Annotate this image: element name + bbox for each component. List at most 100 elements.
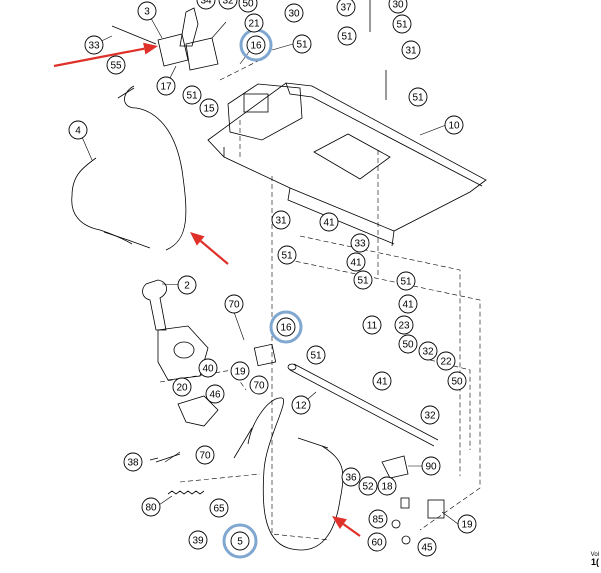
lower-cable-fitting	[233, 427, 253, 459]
callout-number: 41	[350, 258, 362, 269]
throttle-cable-upper-end	[117, 87, 135, 99]
callout-circle	[284, 3, 304, 23]
callout-number: 17	[160, 82, 172, 93]
callout-37: 37	[336, 0, 356, 17]
ref-line-1	[271, 176, 331, 541]
arrow-head	[332, 516, 347, 530]
lower-cable-fitting-2	[297, 437, 329, 449]
component-drawings	[71, 0, 487, 551]
callout-41: 41	[346, 252, 366, 272]
callout-2: 2	[177, 275, 197, 295]
shaft	[289, 363, 439, 447]
callout-34: 34	[196, 0, 216, 10]
mounting-plate	[207, 82, 487, 232]
callout-50: 50	[238, 0, 258, 13]
callout-51: 51	[337, 26, 357, 46]
callout-50: 50	[447, 371, 467, 391]
callout-circle	[106, 55, 126, 75]
callout-70: 70	[249, 375, 269, 395]
callout-circle	[137, 1, 157, 21]
callout-11: 11	[362, 315, 382, 335]
callout-circle	[444, 115, 464, 135]
callout-circle	[244, 13, 264, 33]
mounting-plate-cutout	[313, 133, 391, 180]
callout-circle	[291, 395, 311, 415]
callout-circle	[341, 467, 361, 487]
callout-circle	[271, 210, 291, 230]
throttle-lever	[179, 7, 199, 47]
highlight-ring	[222, 523, 258, 559]
callout-number: 46	[209, 390, 221, 401]
callout-circle	[353, 270, 373, 290]
red-pointer-arrow	[190, 232, 229, 265]
callout-circle	[398, 294, 418, 314]
callout-number: 11	[367, 321, 378, 332]
callout-number: 41	[323, 218, 335, 229]
callout-18: 18	[377, 476, 397, 496]
callout-circle	[205, 384, 225, 404]
callout-3: 3	[137, 1, 157, 21]
callout-circle	[408, 87, 428, 107]
leader	[441, 511, 459, 525]
callout-number: 32	[422, 347, 434, 358]
callout-51: 51	[392, 14, 412, 34]
callout-circle	[249, 375, 269, 395]
callout-30: 30	[284, 3, 304, 23]
callout-number: 5	[237, 537, 243, 548]
callout-circle	[377, 476, 397, 496]
control-lever-housing	[157, 325, 209, 381]
callout-circle	[346, 252, 366, 272]
shaft-end	[287, 363, 297, 371]
callout-21: 21	[244, 13, 264, 33]
callout-circle	[218, 0, 238, 10]
callout-85: 85	[368, 509, 388, 529]
callout-51: 51	[277, 245, 297, 265]
callout-circle	[436, 351, 456, 371]
callout-70: 70	[195, 445, 215, 465]
callout-51: 51	[353, 270, 373, 290]
callout-circle	[457, 514, 477, 534]
callout-number: 30	[288, 9, 300, 20]
pivot-block	[253, 343, 277, 367]
callout-number: 51	[310, 351, 322, 362]
callout-circle	[198, 358, 218, 378]
callout-36: 36	[341, 467, 361, 487]
callout-19: 19	[230, 361, 250, 381]
callout-41: 41	[398, 294, 418, 314]
callout-number: 16	[250, 41, 262, 52]
callout-number: 31	[405, 46, 417, 57]
callout-circle	[195, 445, 215, 465]
callout-45: 45	[417, 537, 437, 557]
bolt-33	[111, 25, 157, 45]
callout-90: 90	[421, 456, 441, 476]
leader	[271, 43, 294, 51]
callout-41: 41	[319, 212, 339, 232]
callout-number: 90	[425, 462, 437, 473]
callout-circle	[68, 120, 88, 140]
throttle-mount	[185, 37, 219, 71]
arrow-shaft	[53, 47, 145, 68]
ref-line-8	[429, 359, 471, 450]
callout-circle	[123, 452, 143, 472]
callout-circle	[319, 212, 339, 232]
callout-51: 51	[182, 85, 202, 105]
callout-number: 33	[354, 239, 366, 250]
callout-number: 55	[110, 61, 122, 72]
callout-number: 33	[88, 41, 100, 52]
ref-line-3	[279, 257, 481, 531]
callout-circle	[401, 40, 421, 60]
callout-number: 39	[192, 536, 204, 547]
callout-circle	[84, 35, 104, 55]
nut-85	[400, 497, 410, 509]
callout-12: 12	[291, 395, 311, 415]
callout-number: 51	[357, 276, 369, 287]
bolt-38	[149, 453, 181, 463]
callout-circle	[418, 341, 438, 361]
callout-number: 80	[145, 503, 157, 514]
callout-number: 51	[396, 20, 408, 31]
callout-number: 51	[341, 32, 353, 43]
callout-number: 36	[345, 473, 357, 484]
callout-circle	[447, 371, 467, 391]
